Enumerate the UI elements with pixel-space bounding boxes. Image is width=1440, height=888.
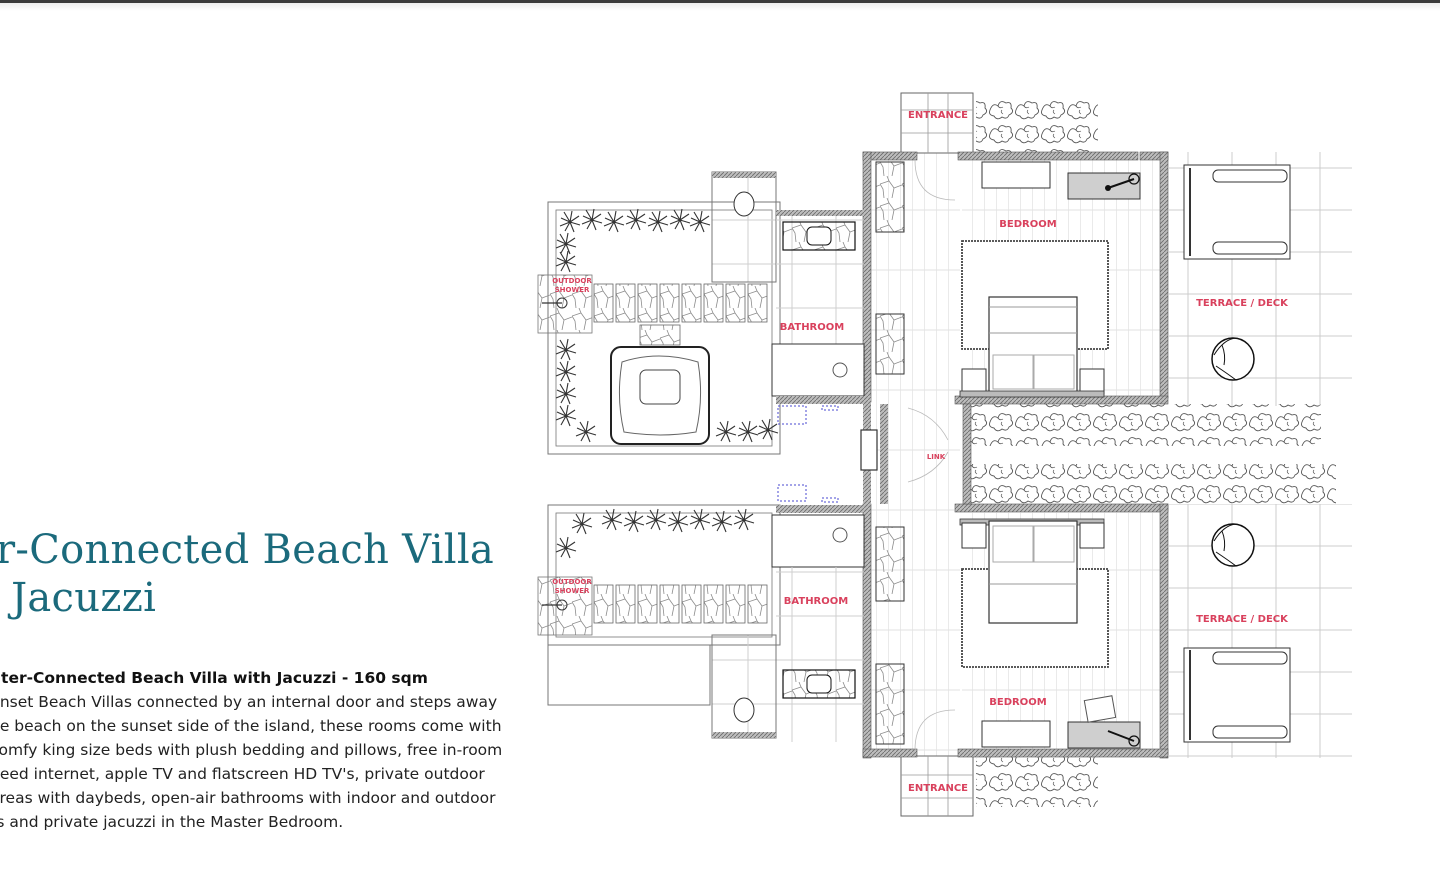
label-bedroom-top: BEDROOM [999,219,1056,230]
floor-plan: ENTRANCE BEDROOM TERRACE / DECK BATHROOM… [537,92,1352,817]
description-line: areas with daybeds, open-air bathrooms w… [0,789,496,807]
title-line-1: er-Connected Beach Villa [0,527,495,573]
description-line: he beach on the sunset side of the islan… [0,717,502,735]
top-shadow [0,3,1440,11]
label-outdoor-shower-bottom-2: SHOWER [555,587,590,595]
label-bedroom-bottom: BEDROOM [989,697,1046,708]
villa-description: nter-Connected Beach Villa with Jacuzzi … [0,666,560,834]
description-line: peed internet, apple TV and flatscreen H… [0,765,485,783]
top-border [0,0,1440,3]
label-outdoor-shower-top-1: OUTDOOR [552,277,592,285]
label-bathroom-top: BATHROOM [780,322,844,333]
label-outdoor-shower-bottom-1: OUTDOOR [552,578,592,586]
label-entrance-top: ENTRANCE [908,110,968,121]
label-outdoor-shower-top-2: SHOWER [555,286,590,294]
description-line: comfy king size beds with plush bedding … [0,741,503,759]
label-link: LINK [927,453,946,461]
label-terrace-bottom: TERRACE / DECK [1196,614,1289,625]
villa-subtitle: nter-Connected Beach Villa with Jacuzzi … [0,669,428,687]
label-bathroom-bottom: BATHROOM [784,596,848,607]
label-entrance-bottom: ENTRANCE [908,783,968,794]
label-terrace-top: TERRACE / DECK [1196,298,1289,309]
description-line: rs and private jacuzzi in the Master Bed… [0,813,344,831]
page-title: er-Connected Beach Villa h Jacuzzi [0,526,494,622]
description-line: unset Beach Villas connected by an inter… [0,693,498,711]
title-line-2: h Jacuzzi [0,575,157,621]
